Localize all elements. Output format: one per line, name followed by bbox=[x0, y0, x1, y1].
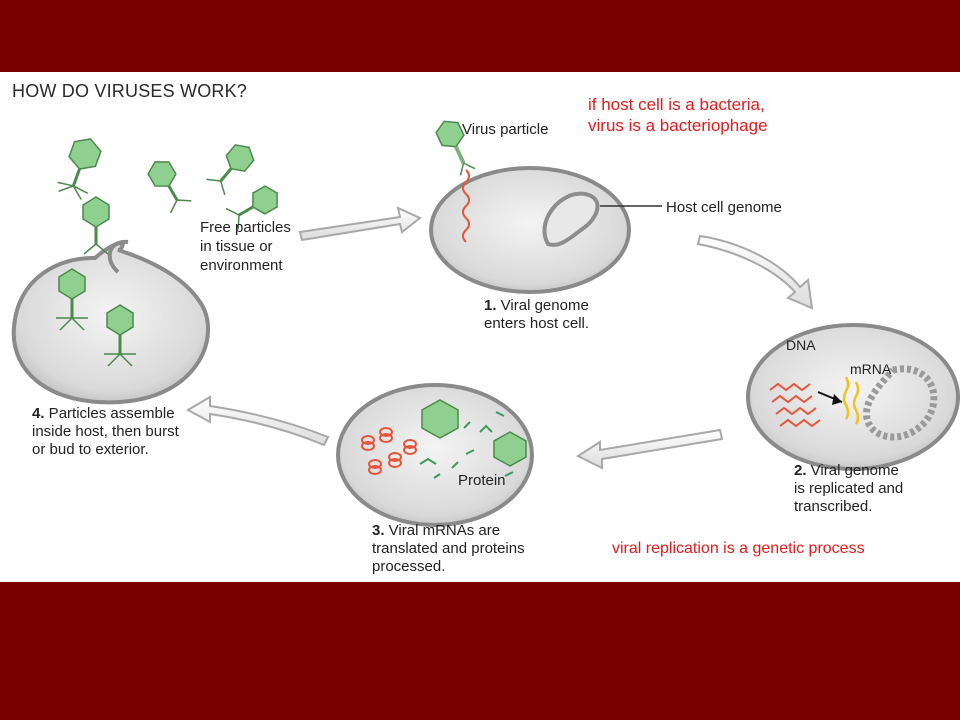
arrow-to-step-1 bbox=[298, 206, 422, 242]
annotation-genetic-process: viral replication is a genetic process bbox=[612, 540, 865, 557]
mrna-strands bbox=[842, 376, 860, 425]
host-cell-3 bbox=[336, 383, 534, 527]
injected-genome bbox=[462, 169, 470, 243]
label-free-particles: Free particles in tissue or environment bbox=[200, 219, 291, 274]
protein-fragments bbox=[419, 411, 514, 479]
diagram-title: HOW DO VIRUSES WORK? bbox=[12, 81, 248, 101]
label-protein: Protein bbox=[458, 472, 506, 489]
host-genome-fragmented bbox=[863, 365, 938, 441]
capsid-protein-icon-2 bbox=[493, 431, 527, 467]
label-host-cell-genome: Host cell genome bbox=[666, 199, 782, 216]
annotation-bacteriophage: if host cell is a bacteria, virus is a b… bbox=[588, 95, 768, 135]
arrow-to-step-3 bbox=[575, 428, 724, 470]
mrna-coils bbox=[361, 427, 417, 475]
arrow-to-step-4 bbox=[185, 395, 330, 447]
step-4-caption: 4. Particles assemble inside host, then … bbox=[32, 405, 179, 458]
diagram-panel: HOW DO VIRUSES WORK? if host cell is a b… bbox=[0, 72, 960, 582]
host-genome-loop bbox=[542, 191, 600, 247]
capsid-protein-icon bbox=[421, 399, 459, 439]
cycle-arrows bbox=[185, 206, 814, 470]
dna-strands bbox=[769, 382, 821, 428]
label-virus-particle: Virus particle bbox=[462, 121, 549, 138]
label-dna: DNA bbox=[786, 337, 816, 353]
step-2-caption: 2. Viral genome is replicated and transc… bbox=[794, 462, 904, 515]
transcription-arrow-icon bbox=[832, 394, 842, 405]
host-cell-2 bbox=[746, 323, 960, 471]
virus-cycle-diagram bbox=[11, 120, 960, 527]
host-cell-1 bbox=[429, 166, 662, 294]
step-1-caption: 1. Viral genome enters host cell. bbox=[484, 297, 590, 332]
step-3-caption: 3. Viral mRNAs are translated and protei… bbox=[372, 522, 525, 575]
virus-particle-icon bbox=[435, 120, 476, 176]
virus-particles-cluster bbox=[56, 138, 278, 367]
label-mrna: mRNA bbox=[850, 361, 892, 377]
arrow-to-step-2 bbox=[696, 234, 814, 310]
